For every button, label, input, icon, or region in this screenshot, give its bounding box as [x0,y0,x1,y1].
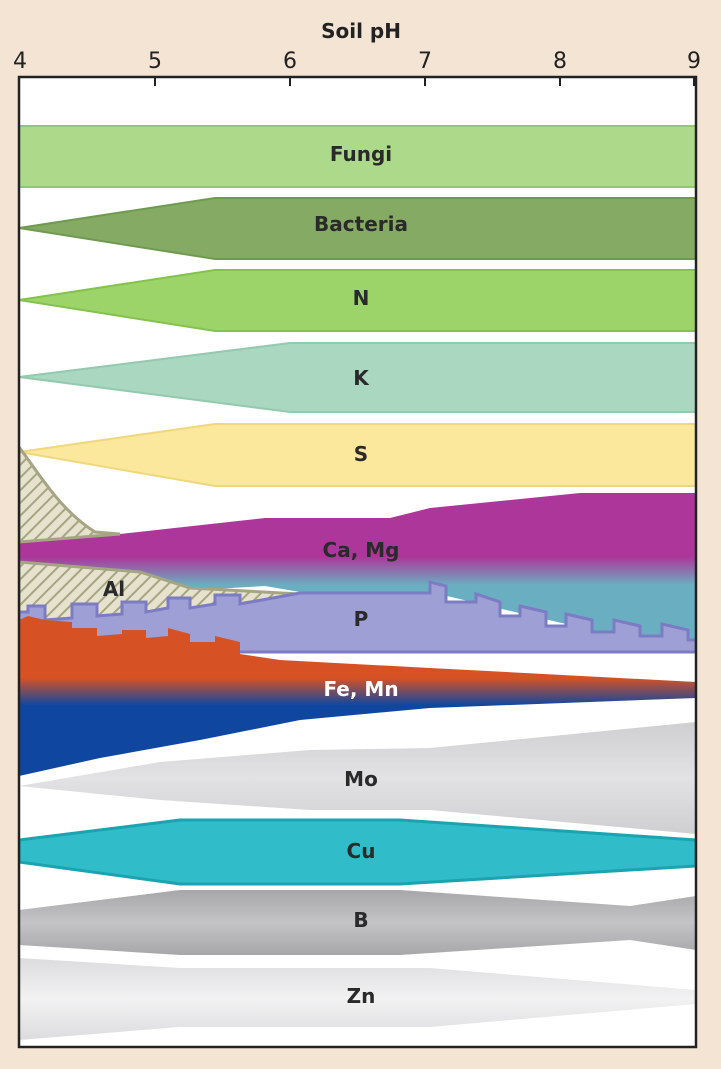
label-fe-mn: Fe, Mn [323,677,398,701]
band-b [19,890,696,955]
tick-label-8: 8 [553,49,567,74]
label-b: B [353,908,368,932]
label-bacteria: Bacteria [314,212,408,236]
label-s: S [354,442,368,466]
band-mo [19,722,696,834]
band-s [19,423,696,487]
band-k [19,342,696,413]
tick-marks [18,77,695,86]
tick-label-7: 7 [418,49,432,74]
label-zn: Zn [347,984,376,1008]
tick-label-4: 4 [13,49,27,74]
label-p: P [354,607,369,631]
label-mo: Mo [344,767,378,791]
band-zn [19,958,696,1040]
tick-label-6: 6 [283,49,297,74]
band-cu [19,818,696,886]
band-fungi [19,125,696,188]
band-n [19,269,696,332]
label-cu: Cu [347,839,376,863]
tick-label-5: 5 [148,49,162,74]
label-al: Al [103,577,125,601]
label-fungi: Fungi [330,142,392,166]
band-fe-mn [19,616,696,776]
label-ca-mg: Ca, Mg [323,538,400,562]
axis-title: Soil pH [321,19,401,43]
label-n: N [353,286,370,310]
plot-frame [17,75,698,1049]
band-bacteria [19,197,696,260]
tick-label-9: 9 [687,49,701,74]
label-k: K [353,366,370,390]
